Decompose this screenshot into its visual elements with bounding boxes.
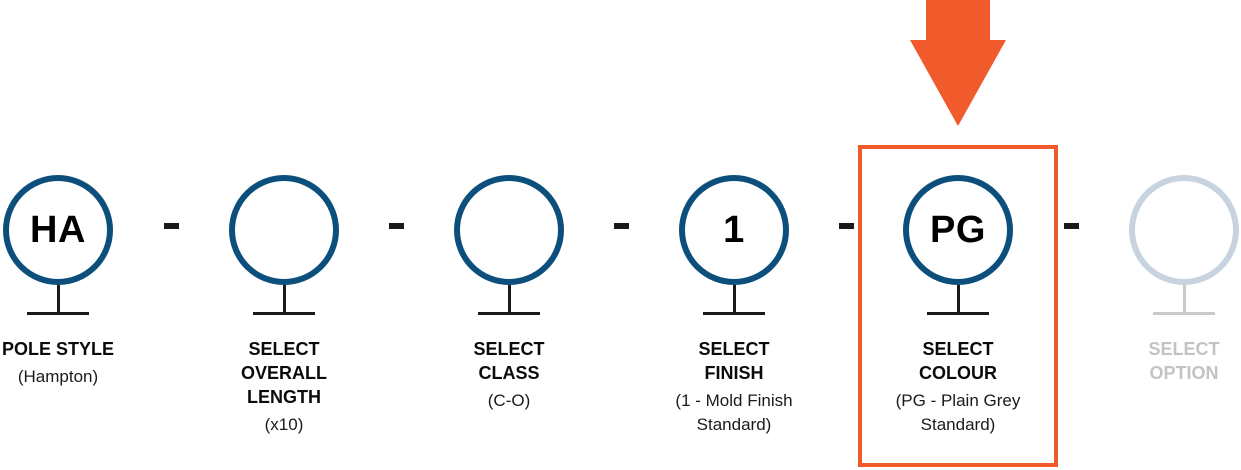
step-sub-line: Standard) <box>696 415 772 434</box>
step-stem <box>56 285 60 313</box>
separator-dash <box>163 223 179 229</box>
step-sub: (x10) <box>174 413 394 437</box>
step-sub: (C-O) <box>399 389 619 413</box>
step-sub-line: (C-O) <box>487 391 531 410</box>
step-circle[interactable]: PG <box>903 175 1013 285</box>
current-step-highlight <box>858 145 1058 467</box>
step-label: POLE STYLE <box>0 337 168 361</box>
step-sub-line: (PG - Plain Grey <box>895 391 1021 410</box>
step-base <box>1153 312 1215 315</box>
step-sub-line: (1 - Mold Finish <box>675 391 793 410</box>
step-sub-line: (x10) <box>264 415 304 434</box>
step-circle <box>1129 175 1239 285</box>
step-label-line: POLE STYLE <box>1 339 115 359</box>
step-stem <box>282 285 286 313</box>
step-label: SELECT OVERALL LENGTH <box>174 337 394 409</box>
step-base <box>927 312 989 315</box>
step-label-line: FINISH <box>704 363 764 383</box>
step-stem <box>732 285 736 313</box>
step-label-line: OVERALL <box>240 363 327 383</box>
step-circle[interactable] <box>454 175 564 285</box>
step-pole-style[interactable]: HA POLE STYLE (Hampton) <box>0 175 168 465</box>
step-label-line: LENGTH <box>247 387 321 407</box>
step-stem <box>507 285 511 313</box>
step-option: SELECT OPTION <box>1074 175 1241 465</box>
step-label-line: SELECT <box>922 339 994 359</box>
step-label-line: SELECT <box>473 339 545 359</box>
step-stem <box>1182 285 1186 313</box>
step-label-line: OPTION <box>1149 363 1219 383</box>
step-code: 1 <box>723 208 745 251</box>
step-label: SELECT CLASS <box>399 337 619 385</box>
step-sub: (PG - Plain Grey Standard) <box>848 389 1068 437</box>
separator-dash <box>838 223 854 229</box>
step-label: SELECT FINISH <box>624 337 844 385</box>
step-label-line: COLOUR <box>919 363 997 383</box>
step-base <box>253 312 315 315</box>
step-colour[interactable]: PG SELECT COLOUR (PG - Plain Grey Standa… <box>848 175 1068 465</box>
step-code: PG <box>930 208 986 251</box>
step-label: SELECT COLOUR <box>848 337 1068 385</box>
separator-dash <box>613 223 629 229</box>
step-label-line: SELECT <box>1148 339 1220 359</box>
step-label: SELECT OPTION <box>1074 337 1241 385</box>
step-sub: (Hampton) <box>0 365 168 389</box>
separator-dash <box>1063 223 1079 229</box>
step-sub-line: Standard) <box>920 415 996 434</box>
step-base <box>703 312 765 315</box>
step-base <box>27 312 89 315</box>
step-label-line: SELECT <box>698 339 770 359</box>
step-stem <box>956 285 960 313</box>
step-circle[interactable]: 1 <box>679 175 789 285</box>
step-code: HA <box>30 208 86 251</box>
step-circle[interactable]: HA <box>3 175 113 285</box>
step-base <box>478 312 540 315</box>
current-step-arrow-icon <box>910 0 1006 126</box>
step-label-line: CLASS <box>478 363 540 383</box>
separator-dash <box>388 223 404 229</box>
step-label-line: SELECT <box>248 339 320 359</box>
step-circle[interactable] <box>229 175 339 285</box>
step-sub: (1 - Mold Finish Standard) <box>624 389 844 437</box>
step-sub-line: (Hampton) <box>17 367 99 386</box>
step-class[interactable]: SELECT CLASS (C-O) <box>399 175 619 465</box>
step-finish[interactable]: 1 SELECT FINISH (1 - Mold Finish Standar… <box>624 175 844 465</box>
step-overall-length[interactable]: SELECT OVERALL LENGTH (x10) <box>174 175 394 465</box>
